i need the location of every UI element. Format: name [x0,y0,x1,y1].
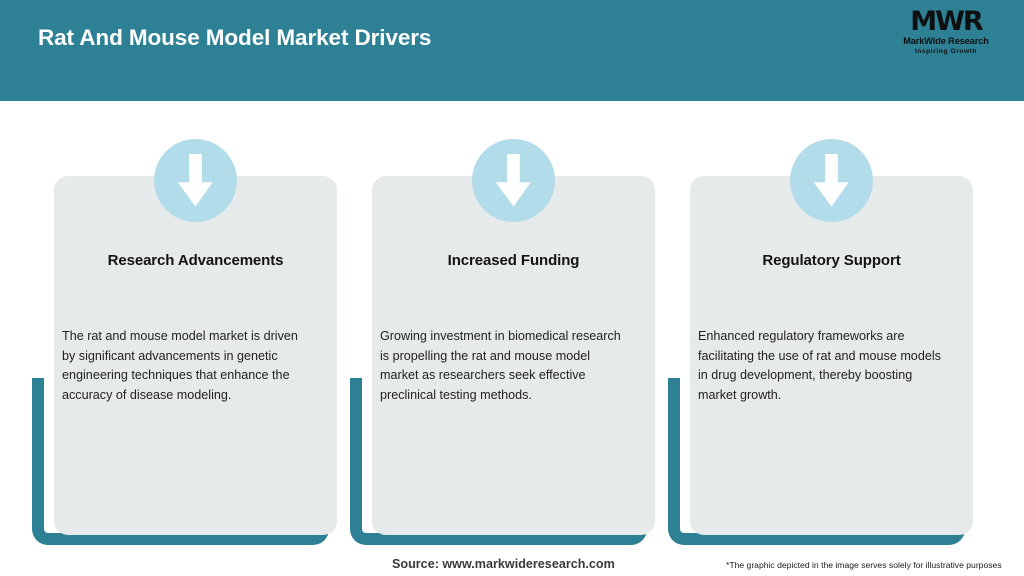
card-body-text: The rat and mouse model market is driven… [62,329,298,402]
driver-card-3[interactable]: Regulatory Support Enhanced regulatory f… [658,101,976,561]
page-title: Rat And Mouse Model Market Drivers [38,25,432,50]
card-body-text: Growing investment in biomedical researc… [380,329,621,402]
disclaimer-note: *The graphic depicted in the image serve… [726,560,1002,570]
card-body-text: Enhanced regulatory frameworks are facil… [698,329,941,402]
card-panel: Increased Funding Growing investment in … [372,176,655,535]
header-bar: Rat And Mouse Model Market Drivers MWR M… [0,0,1024,101]
driver-card-1[interactable]: Research Advancements The rat and mouse … [22,101,340,561]
card-title: Increased Funding [447,252,580,269]
card-panel: Regulatory Support Enhanced regulatory f… [690,176,973,535]
driver-card-2[interactable]: Increased Funding Growing investment in … [340,101,658,561]
logo-tagline: Inspiring Growth [914,48,978,55]
arrow-down-icon [790,139,873,222]
brand-logo: MWR MarkWide Research Inspiring Growth [890,8,1002,64]
source-label: Source: www.markwideresearch.com [392,557,615,571]
logo-company-name: MarkWide Research [903,36,989,46]
arrow-down-icon [154,139,237,222]
card-title: Regulatory Support [762,252,901,269]
card-title: Research Advancements [107,252,284,269]
arrow-down-icon [472,139,555,222]
card-panel: Research Advancements The rat and mouse … [54,176,337,535]
drivers-card-board: Research Advancements The rat and mouse … [0,101,1024,576]
logo-monogram: MWR [910,6,983,37]
